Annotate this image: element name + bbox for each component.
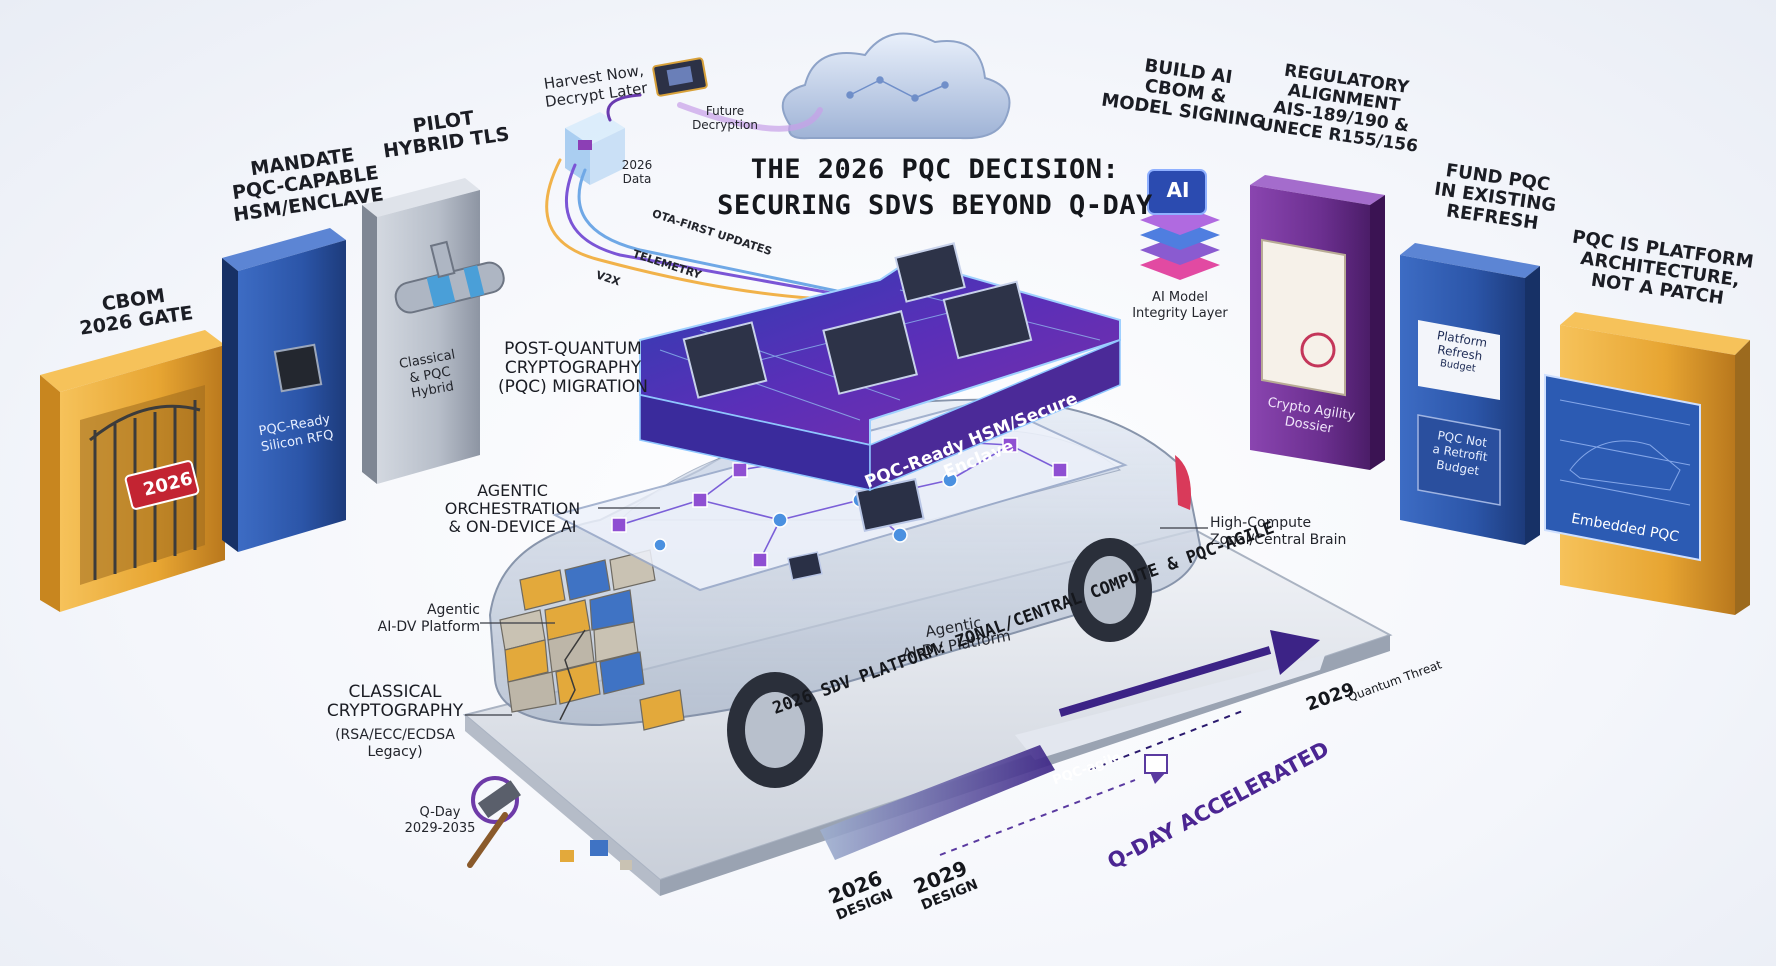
classical-crypto-label: CLASSICAL CRYPTOGRAPHY	[325, 682, 465, 722]
inner-line: AI Model	[1152, 290, 1208, 305]
classical-line: CRYPTOGRAPHY	[326, 701, 464, 722]
agentic-network-layer	[552, 398, 1128, 592]
qday-line: 2029-2035	[404, 820, 476, 836]
classical-line: CLASSICAL	[348, 682, 442, 702]
agentic-orchestration-label: AGENTIC ORCHESTRATION & ON-DEVICE AI	[425, 482, 600, 536]
future-line: Decryption	[692, 118, 758, 133]
ai-stack-caption: AI Model Integrity Layer	[1120, 290, 1240, 321]
qday-range-label: Q-Day 2029-2035	[400, 805, 480, 836]
callout-leaders	[465, 507, 1208, 716]
title-line-2: SECURING SDVS BEYOND Q-DAY	[717, 190, 1153, 222]
agentic-line: ORCHESTRATION	[444, 498, 581, 518]
main-title: THE 2026 PQC DECISION: SECURING SDVS BEY…	[700, 152, 1170, 225]
classical-crypto-sub: (RSA/ECC/ECDSA Legacy)	[325, 727, 465, 761]
inner-line: Integrity Layer	[1132, 305, 1228, 321]
pqc-hsm-board	[639, 242, 1121, 492]
pillar-cbom-gate	[40, 330, 225, 612]
pillar-hsm-mandate	[222, 228, 346, 552]
future-line: Future	[705, 104, 745, 118]
hammer-icon	[467, 776, 632, 870]
agentic-line: & ON-DEVICE AI	[448, 516, 577, 536]
agentic-line: AGENTIC	[477, 481, 548, 500]
migration-line: CRYPTOGRAPHY	[504, 358, 642, 379]
data-2026-label: 2026 Data	[612, 158, 662, 187]
cloud-future-decryption	[781, 32, 1011, 140]
compute-line: Zonal/Central Brain	[1210, 531, 1347, 548]
future-decryption-label: Future Decryption	[680, 104, 770, 133]
pillar-fund-pqc	[1400, 243, 1540, 545]
agentic-platform-label: Agentic AI-DV Platform	[365, 602, 480, 636]
classical-sub-line: (RSA/ECC/ECDSA	[335, 727, 455, 743]
data-streams	[545, 93, 882, 302]
qday-line: Q-Day	[419, 805, 461, 820]
platform-line: AI-DV Platform	[377, 618, 480, 635]
classical-sub-line: Legacy)	[367, 743, 423, 760]
high-compute-label: High-Compute Zonal/Central Brain	[1210, 515, 1360, 549]
timeline-arrows	[820, 630, 1325, 860]
migration-line: POST-QUANTUM	[504, 339, 642, 359]
data-line: 2026	[621, 158, 653, 172]
pqc-migration-label: POST-QUANTUM CRYPTOGRAPHY (PQC) MIGRATIO…	[478, 339, 668, 398]
pillar-hybrid-tls	[362, 178, 505, 484]
compute-line: High-Compute	[1210, 515, 1312, 531]
pillar-regulatory	[1250, 175, 1385, 470]
ai-model-stack	[1140, 169, 1220, 280]
ai-chip-label: AI	[1166, 178, 1190, 202]
data-line: Data	[622, 172, 652, 187]
platform-line: Agentic	[426, 602, 480, 618]
title-line-1: THE 2026 PQC DECISION:	[750, 154, 1120, 185]
pillar-platform-architecture	[1544, 312, 1750, 615]
migration-line: (PQC) MIGRATION	[498, 377, 648, 398]
quantum-chip-icon	[652, 57, 708, 97]
